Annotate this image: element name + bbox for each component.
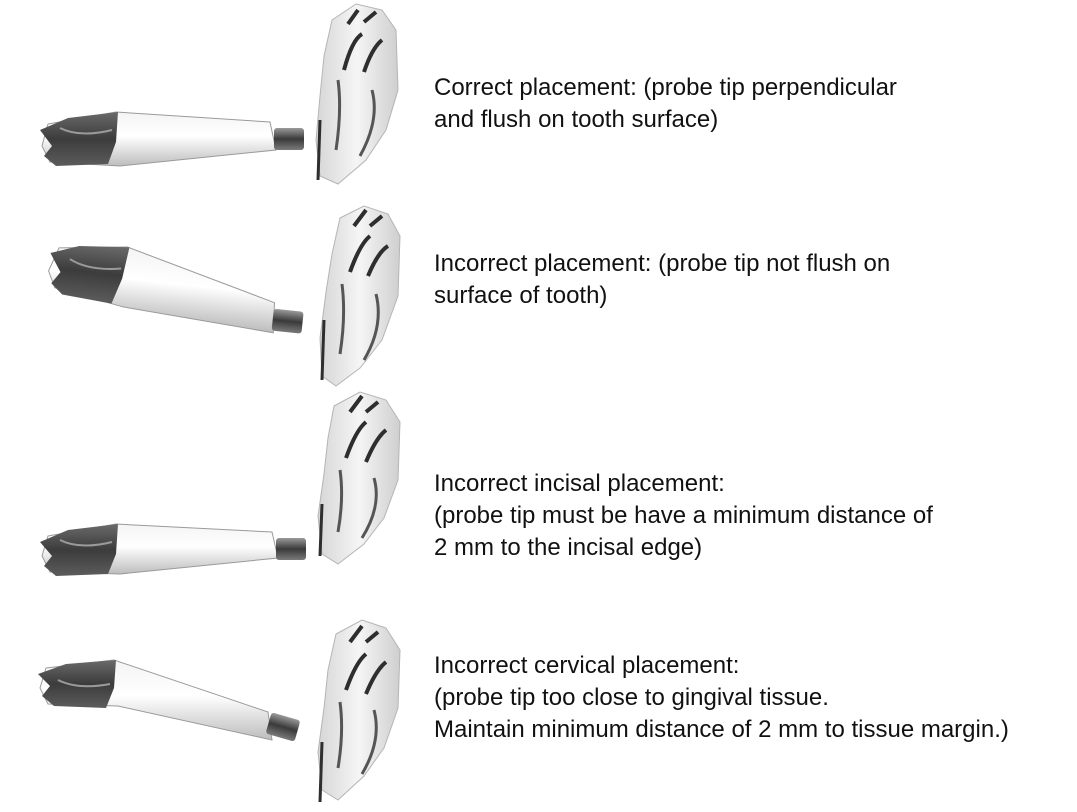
caption-incorrect-cervical: Incorrect cervical placement: (probe tip… (434, 650, 1074, 746)
caption-line: Incorrect incisal placement: (434, 468, 1074, 500)
tooth (316, 4, 398, 184)
caption-line: Incorrect cervical placement: (434, 650, 1074, 682)
probe-handle (45, 239, 309, 336)
tooth (318, 620, 400, 802)
caption-line: Maintain minimum distance of 2 mm to tis… (434, 714, 1074, 746)
probe-handle (40, 112, 304, 166)
probe-handle (40, 524, 306, 576)
caption-line: (probe tip must be have a minimum distan… (434, 500, 1074, 532)
tooth (318, 392, 400, 564)
caption-incorrect-incisal: Incorrect incisal placement: (probe tip … (434, 468, 1074, 564)
probe-handle (38, 660, 300, 742)
tooth (320, 206, 400, 386)
caption-line: Correct placement: (probe tip perpendicu… (434, 72, 1074, 104)
probe-tooth-illustration (20, 200, 430, 400)
caption-line: and flush on tooth surface) (434, 104, 1074, 136)
caption-line: (probe tip too close to gingival tissue. (434, 682, 1074, 714)
caption-line: surface of tooth) (434, 280, 1074, 312)
caption-correct: Correct placement: (probe tip perpendicu… (434, 72, 1074, 136)
probe-tooth-illustration (20, 388, 430, 588)
caption-line: Incorrect placement: (probe tip not flus… (434, 248, 1074, 280)
caption-incorrect-not-flush: Incorrect placement: (probe tip not flus… (434, 248, 1074, 312)
probe-tooth-illustration (20, 0, 430, 200)
probe-tooth-illustration (20, 612, 430, 812)
caption-line: 2 mm to the incisal edge) (434, 532, 1074, 564)
